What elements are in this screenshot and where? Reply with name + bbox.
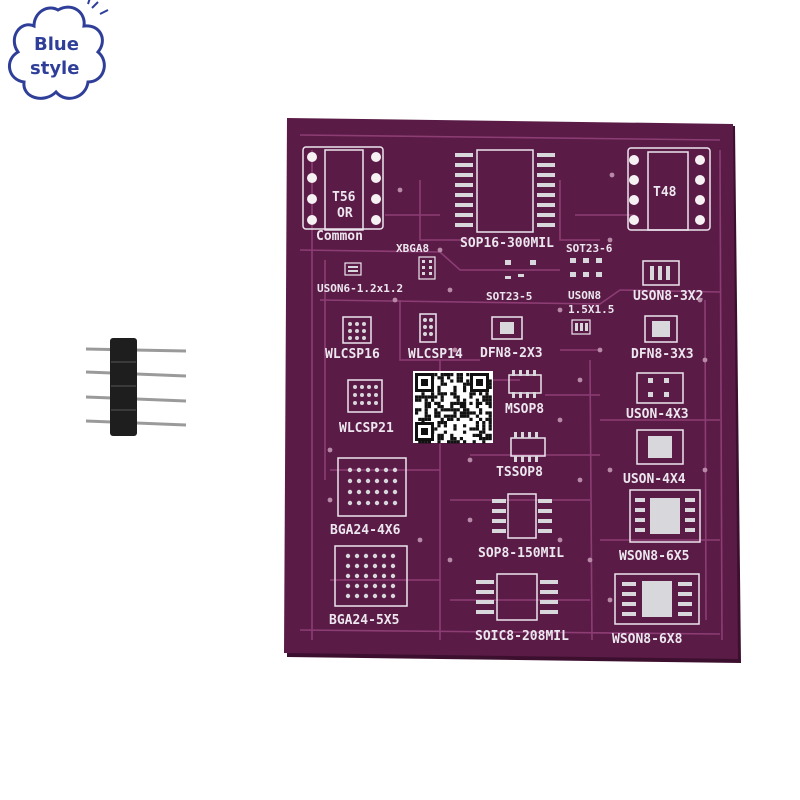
wson8-6x5-footprint: WSON8-6X5 (619, 489, 701, 564)
uson8-3x2-footprint: USON8-3X2 (633, 260, 703, 304)
soic8-208-footprint: SOIC8-208MIL (475, 573, 569, 644)
xbga8-footprint: XBGA8 (396, 242, 436, 280)
uson-4x3-label: USON-4X3 (626, 407, 689, 422)
soic8-208-label: SOIC8-208MIL (475, 629, 569, 644)
wlcsp16-label: WLCSP16 (325, 347, 380, 362)
wlcsp14-footprint: WLCSP14 (408, 313, 463, 362)
uson8-3x2-label: USON8-3X2 (633, 289, 703, 304)
sparkle-icon (87, 0, 109, 15)
t56-or-label: OR (337, 206, 353, 221)
dfn8-3x3-footprint: DFN8-3X3 (631, 315, 694, 362)
bga24-4x6-label: BGA24-4X6 (330, 523, 401, 538)
uson6-footprint: USON6-1.2x1.2 (317, 262, 403, 295)
bga24-4x6-footprint: BGA24-4X6 (330, 457, 407, 538)
msop8-label: MSOP8 (505, 402, 544, 417)
dfn8-2x3-footprint: DFN8-2X3 (480, 316, 543, 361)
bga24-5x5-label: BGA24-5X5 (329, 613, 399, 628)
watermark-line1: Blue (34, 34, 79, 55)
vias (327, 172, 708, 603)
t56-label: T56 (332, 190, 356, 205)
t56-socket-footprint: T56 OR Common (302, 146, 384, 244)
sot23-5-footprint: SOT23-5 (486, 260, 536, 303)
wlcsp21-footprint: WLCSP21 (339, 379, 394, 436)
uson8-1.5-label: USON8 (568, 289, 601, 302)
wson8-6x5-label: WSON8-6X5 (619, 549, 689, 564)
sot23-5-label: SOT23-5 (486, 290, 532, 303)
msop8-footprint: MSOP8 (505, 370, 544, 417)
uson-4x4-footprint: USON-4X4 (623, 429, 686, 487)
tssop8-footprint: TSSOP8 (496, 432, 546, 480)
sot23-6-label: SOT23-6 (566, 242, 613, 255)
uson-4x3-footprint: USON-4X3 (626, 372, 689, 422)
sop16-footprint: SOP16-300MIL (455, 149, 555, 251)
wson8-6x8-footprint: WSON8-6X8 (612, 573, 700, 647)
wson8-6x8-label: WSON8-6X8 (612, 632, 683, 647)
brand-watermark: Blue style (8, 0, 109, 100)
uson6-label: USON6-1.2x1.2 (317, 282, 403, 295)
tssop8-label: TSSOP8 (496, 465, 543, 480)
dfn8-2x3-label: DFN8-2X3 (480, 346, 543, 361)
wlcsp21-label: WLCSP21 (339, 421, 394, 436)
wlcsp16-footprint: WLCSP16 (325, 316, 380, 362)
uson8-1.5-footprint: USON8 1.5X1.5 (568, 289, 614, 335)
uson8-1.5-size-label: 1.5X1.5 (568, 303, 614, 316)
t56-common-label: Common (316, 229, 363, 244)
sop16-label: SOP16-300MIL (460, 236, 554, 251)
t48-socket-footprint: T48 (627, 147, 711, 231)
watermark-line2: style (30, 58, 79, 79)
sop8-150-footprint: SOP8-150MIL (478, 493, 564, 561)
flower-outline (8, 5, 106, 100)
pin-header (85, 338, 187, 436)
xbga8-label: XBGA8 (396, 242, 429, 255)
uson-4x4-label: USON-4X4 (623, 472, 686, 487)
sop8-150-label: SOP8-150MIL (478, 546, 564, 561)
sot23-6-footprint: SOT23-6 (566, 242, 613, 277)
dfn8-3x3-label: DFN8-3X3 (631, 347, 694, 362)
bga24-5x5-footprint: BGA24-5X5 (329, 545, 408, 628)
qr-code (413, 371, 493, 444)
wlcsp14-label: WLCSP14 (408, 347, 463, 362)
pcb-board: T56 OR Common SOP16-300MIL (284, 118, 741, 663)
t48-label: T48 (653, 185, 677, 200)
